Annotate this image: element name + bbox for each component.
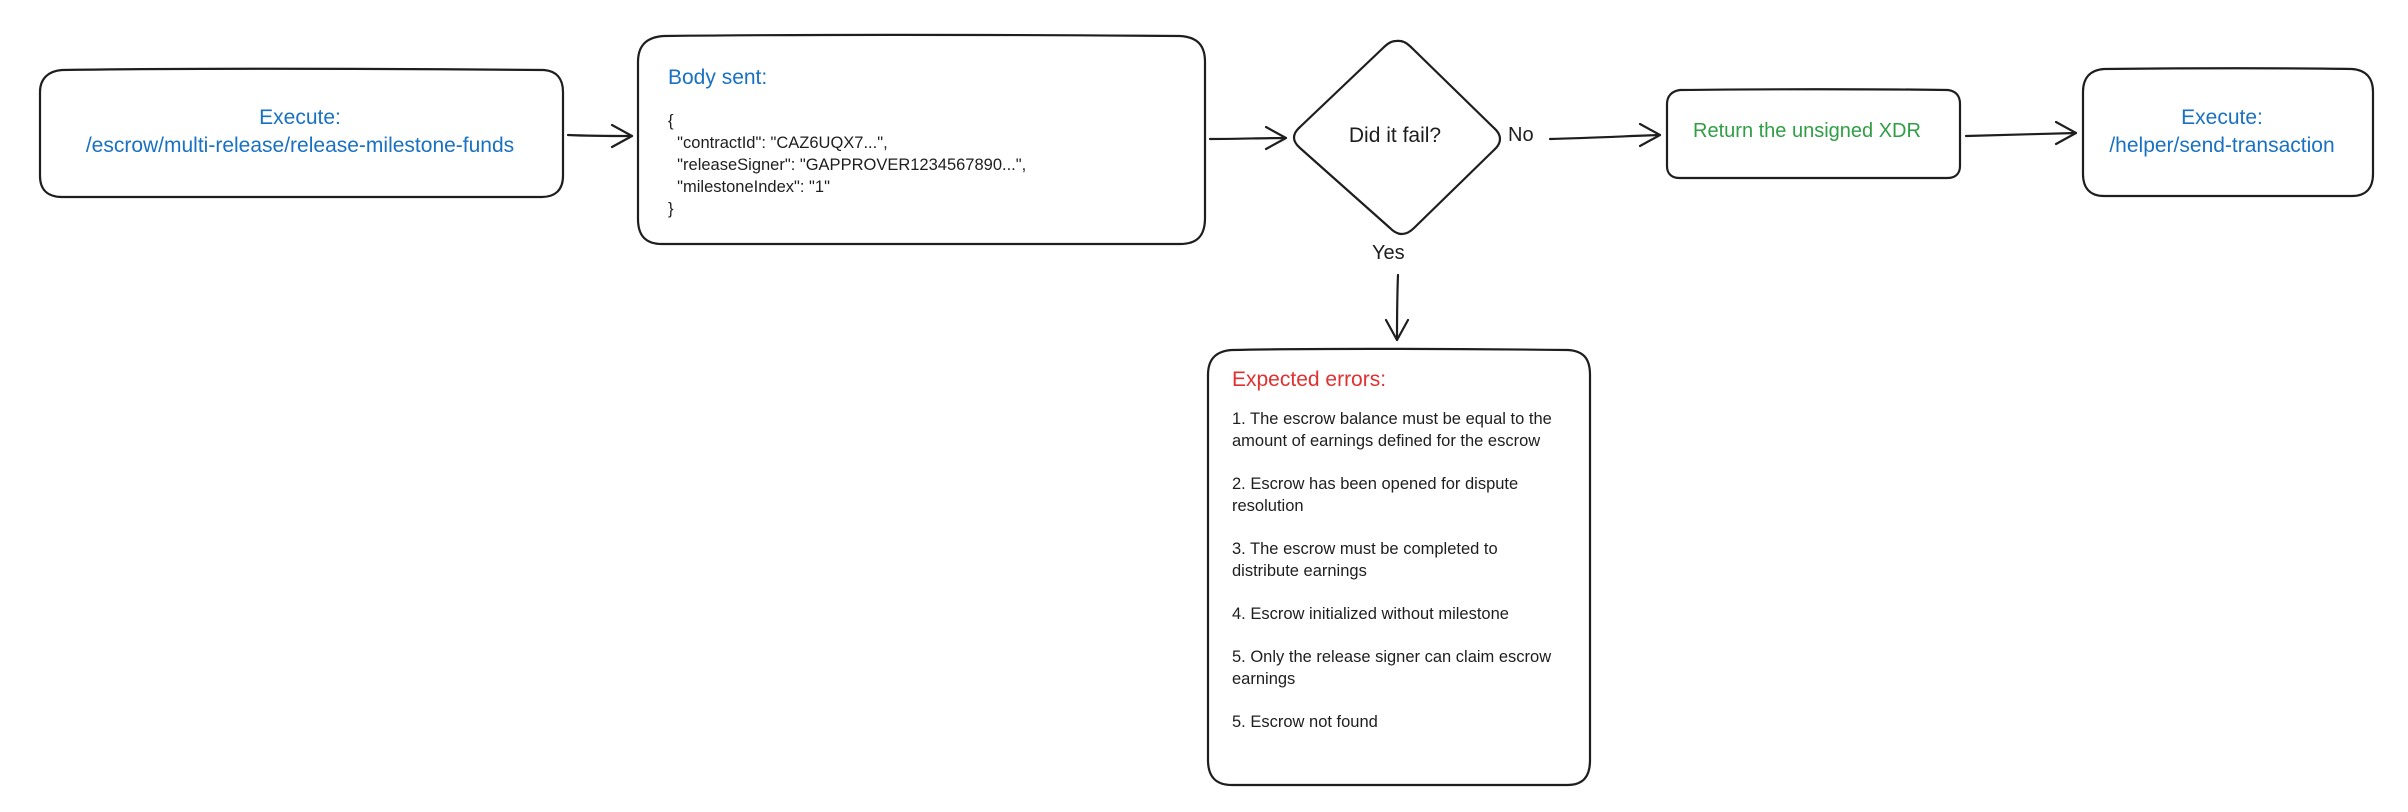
body-sent-title: Body sent:: [668, 66, 768, 89]
body-sent-box: [636, 33, 1207, 246]
decision-no-label: No: [1508, 124, 1534, 146]
decision-question: Did it fail?: [1348, 124, 1442, 147]
execute-release-box: [38, 67, 565, 199]
arrow-execute-to-body: [566, 133, 634, 138]
error-item: 5. Only the release signer can claim esc…: [1232, 648, 1552, 688]
execute-send-endpoint: /helper/send-transaction: [2109, 134, 2335, 157]
expected-errors-box: [1206, 347, 1592, 787]
error-item: 4. Escrow initialized without milestone: [1232, 605, 1509, 623]
execute-send-node: Execute: /helper/send-transaction: [2082, 104, 2362, 160]
execute-release-endpoint: /escrow/multi-release/release-milestone-…: [85, 134, 515, 157]
expected-errors-title: Expected errors:: [1232, 368, 1387, 391]
error-item: 3. The escrow must be completed to distr…: [1232, 540, 1498, 580]
expected-errors-list: 1. The escrow balance must be equal to t…: [1232, 408, 1562, 754]
arrow-xdr-to-send: [1964, 131, 2078, 138]
execute-release-heading: Execute:: [259, 106, 341, 129]
decision-diamond: [1292, 39, 1502, 236]
decision-yes-label: Yes: [1372, 242, 1405, 264]
arrow-body-to-decision: [1208, 136, 1288, 141]
error-item: 5. Escrow not found: [1232, 713, 1378, 731]
execute-release-node: Execute: /escrow/multi-release/release-m…: [40, 104, 560, 160]
return-xdr-label: Return the unsigned XDR: [1693, 120, 1921, 142]
arrow-decision-no: [1548, 133, 1662, 141]
body-sent-code: { "contractId": "CAZ6UQX7...", "releaseS…: [668, 112, 1027, 218]
error-item: 1. The escrow balance must be equal to t…: [1232, 410, 1552, 450]
execute-send-heading: Execute:: [2181, 106, 2263, 129]
arrow-decision-yes: [1395, 273, 1400, 342]
error-item: 2. Escrow has been opened for dispute re…: [1232, 475, 1519, 515]
execute-send-box: [2081, 67, 2375, 198]
return-xdr-box: [1665, 88, 1962, 180]
